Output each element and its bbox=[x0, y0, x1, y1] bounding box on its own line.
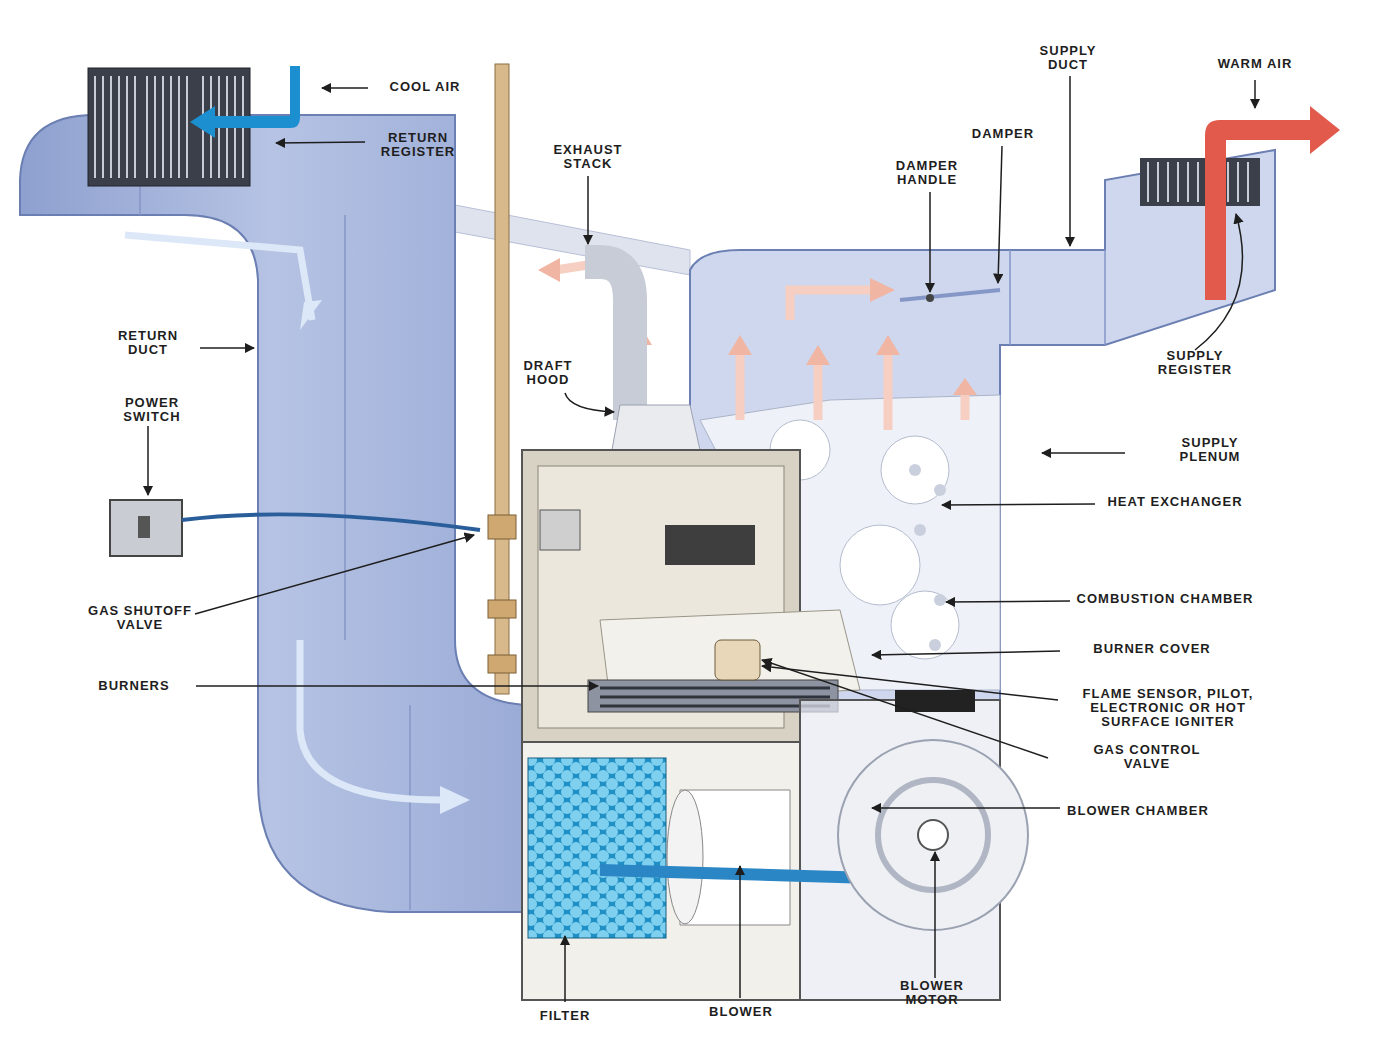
part-label: DAMPER bbox=[948, 127, 1058, 141]
part-label: COMBUSTION CHAMBER bbox=[1070, 592, 1260, 606]
part-label: GAS SHUTOFF VALVE bbox=[85, 604, 195, 632]
part-label: FLAME SENSOR, PILOT, ELECTRONIC OR HOT S… bbox=[1068, 687, 1268, 729]
part-label: EXHAUST STACK bbox=[533, 143, 643, 171]
part-label: POWER SWITCH bbox=[102, 396, 202, 424]
part-label: BLOWER CHAMBER bbox=[1053, 804, 1223, 818]
part-label: BLOWER MOTOR bbox=[887, 979, 977, 1007]
part-label: SUPPLY PLENUM bbox=[1160, 436, 1260, 464]
part-label: WARM AIR bbox=[1195, 57, 1315, 71]
part-label: BLOWER bbox=[696, 1005, 786, 1019]
part-label: SUPPLY DUCT bbox=[1023, 44, 1113, 72]
part-label: HEAT EXCHANGER bbox=[1095, 495, 1255, 509]
part-label: DAMPER HANDLE bbox=[877, 159, 977, 187]
part-label: FILTER bbox=[520, 1009, 610, 1023]
part-label: SUPPLY REGISTER bbox=[1140, 349, 1250, 377]
part-label: DRAFT HOOD bbox=[503, 359, 593, 387]
part-label: BURNERS bbox=[79, 679, 189, 693]
part-label: RETURN REGISTER bbox=[368, 131, 468, 159]
part-label: COOL AIR bbox=[360, 80, 490, 94]
part-label: GAS CONTROL VALVE bbox=[1087, 743, 1207, 771]
part-label: RETURN DUCT bbox=[98, 329, 198, 357]
part-label: BURNER COVER bbox=[1062, 642, 1242, 656]
